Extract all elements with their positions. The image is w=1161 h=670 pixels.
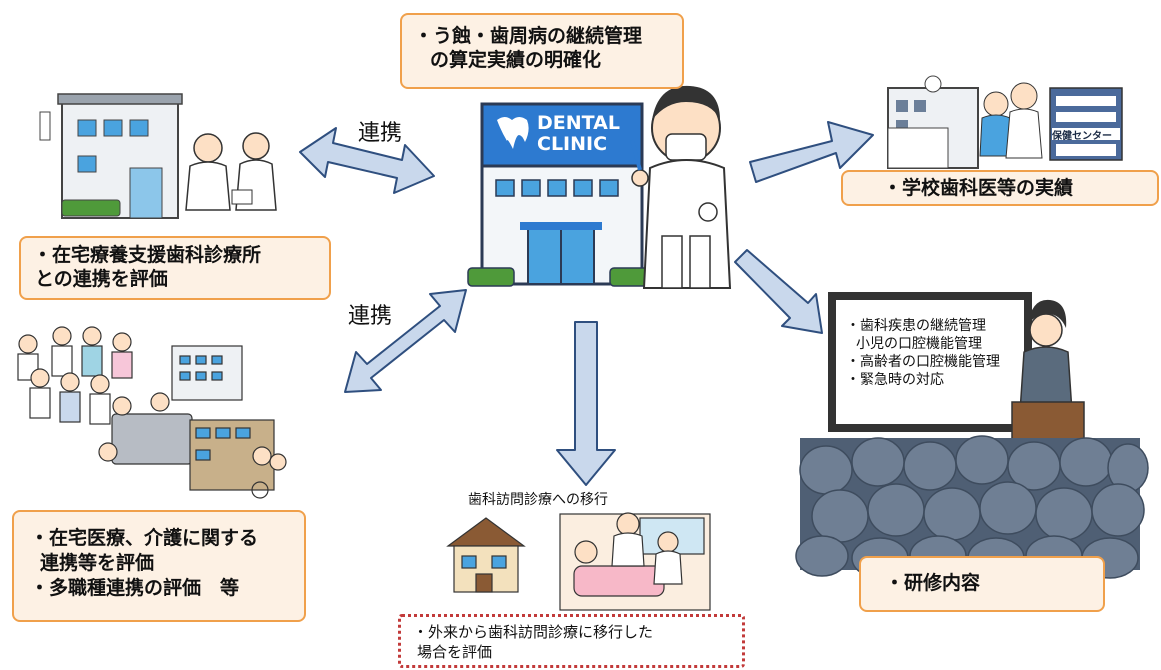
multi-profession-illustration: [17, 326, 287, 499]
multi-box-line-3: ・多職種連携の評価 等: [30, 577, 240, 600]
health-center-sign: 保健センター: [1052, 131, 1112, 142]
home-care-clinic-illustration: [39, 93, 277, 219]
board-line-4: ・緊急時の対応: [846, 371, 944, 388]
center-box: ・う蝕・歯周病の継続管理 の算定実績の明確化: [400, 13, 684, 89]
clinic-sign-line-2: CLINIC: [537, 133, 608, 155]
clinic-sign: DENTAL CLINIC: [537, 113, 620, 155]
training-box: ・研修内容: [859, 556, 1105, 612]
school-box: ・学校歯科医等の実績: [841, 170, 1159, 206]
link-label-bottom: 連携: [348, 304, 393, 329]
visit-box-line-1: ・外来から歯科訪問診療に移行した: [413, 623, 654, 641]
home-care-box: ・在宅療養支援歯科診療所 との連携を評価: [19, 236, 331, 300]
clinic-sign-line-1: DENTAL: [537, 112, 620, 134]
visit-label: 歯科訪問診療への移行: [468, 492, 608, 508]
home-visit-illustration: [446, 512, 711, 611]
double-arrow-bottom: [344, 289, 467, 393]
multi-box-line-2: 連携等を評価: [40, 552, 155, 575]
home-care-box-line-1: ・在宅療養支援歯科診療所: [33, 244, 262, 266]
arrow-to-school: [749, 121, 874, 183]
double-arrow-top: [299, 127, 435, 194]
arrow-down-visit: [556, 321, 616, 486]
arrow-to-training: [734, 249, 823, 334]
link-label-top: 連携: [358, 121, 403, 146]
board-line-1: ・歯科疾患の継続管理: [846, 318, 986, 334]
school-box-text: ・学校歯科医等の実績: [883, 177, 1074, 199]
school-health-center-illustration: [887, 75, 1123, 169]
center-box-line-2: の算定実績の明確化: [430, 48, 602, 71]
training-board-text: ・歯科疾患の継続管理 小児の口腔機能管理 ・高齢者の口腔機能管理 ・緊急時の対応: [846, 318, 1000, 390]
multi-profession-box: ・在宅医療、介護に関する 連携等を評価 ・多職種連携の評価 等: [12, 510, 306, 622]
board-line-3: ・高齢者の口腔機能管理: [846, 353, 1000, 370]
dentist-figure: [630, 85, 732, 289]
center-box-line-1: ・う蝕・歯周病の継続管理: [414, 25, 643, 47]
home-care-box-line-2: との連携を評価: [35, 267, 168, 290]
multi-box-line-1: ・在宅医療、介護に関する: [30, 527, 259, 549]
dental-clinic-building: [467, 102, 657, 287]
visit-box-line-2: 場合を評価: [417, 643, 493, 662]
board-line-2: 小児の口腔機能管理: [856, 335, 982, 352]
visit-box: ・外来から歯科訪問診療に移行した 場合を評価: [398, 614, 745, 668]
training-box-text: ・研修内容: [885, 572, 981, 594]
